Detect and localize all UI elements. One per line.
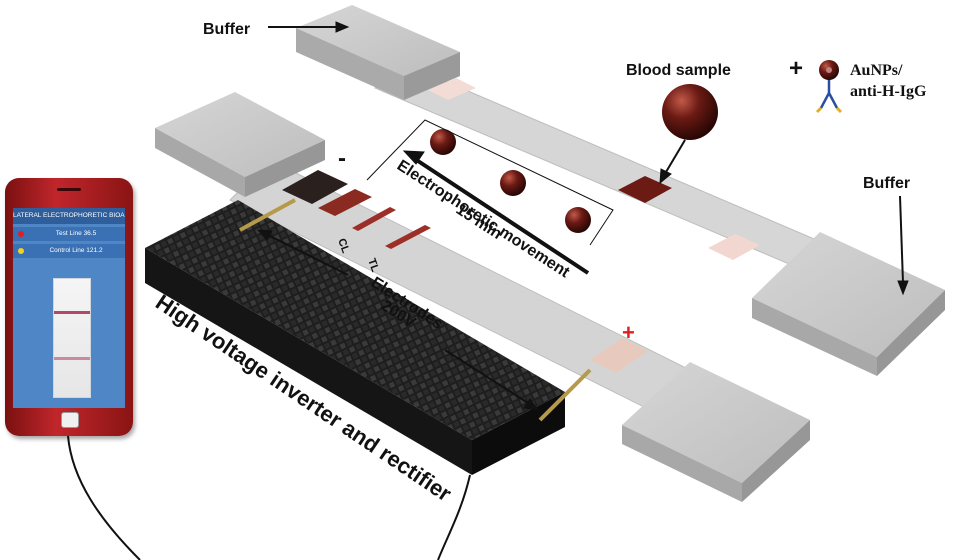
negative-electrode-pad <box>282 170 348 204</box>
inverter-top <box>145 200 565 440</box>
label-aunps-line2: anti-H-IgG <box>850 83 927 100</box>
inverter-front <box>145 248 472 475</box>
control-line-reading[interactable]: Control Line 121.2 <box>13 244 125 258</box>
label-minus-terminal: - <box>338 145 346 172</box>
inverter-end <box>472 392 565 475</box>
electrode-wire-negative <box>239 198 296 232</box>
aunp-antibody-icon <box>815 60 843 114</box>
annotation-arrows <box>67 21 909 560</box>
front-strip-sample-zone <box>318 189 372 216</box>
buffer-pad-right-side2 <box>877 290 945 376</box>
control-line-text: Control Line 121.2 <box>49 247 103 254</box>
label-aunps-line1: AuNPs/ <box>850 62 903 79</box>
arrow-buffer-top-head <box>335 21 350 33</box>
strip-photo-control-band <box>54 311 90 314</box>
arrow-electrodes-right-head <box>523 398 540 411</box>
migrating-particle-3 <box>565 207 591 233</box>
control-line-band <box>352 207 396 231</box>
test-line-band <box>385 225 431 249</box>
electrode-wire-positive <box>538 368 592 422</box>
migrating-particle-2 <box>500 170 526 196</box>
phone-screen: LATERAL ELECTROPHORETIC BIOASSAY Test Li… <box>13 208 125 408</box>
arrow-electrophoretic <box>416 159 590 275</box>
test-line-reading[interactable]: Test Line 36.5 <box>13 227 125 241</box>
back-strip-conjugate-pad <box>428 78 476 100</box>
buffer-pad-bottom <box>622 362 810 483</box>
strip-photo <box>53 278 91 398</box>
arrow-buffer-right-head <box>897 280 909 296</box>
arrow-electrophoretic-head <box>402 150 425 165</box>
label-buffer-top: Buffer <box>203 21 250 38</box>
buffer-pad-right <box>752 232 945 357</box>
positive-electrode-pad <box>590 338 648 373</box>
home-button[interactable] <box>61 412 79 428</box>
front-strip-assembly <box>155 92 810 502</box>
buffer-pad-left-side <box>155 128 245 197</box>
high-voltage-inverter <box>145 198 592 475</box>
arrow-buffer-right <box>899 195 904 284</box>
label-buffer-right: Buffer <box>863 175 910 192</box>
arrow-electrodes-left-head <box>256 229 273 241</box>
buffer-pad-bottom-side2 <box>742 420 810 502</box>
label-plus-sign: + <box>789 55 803 82</box>
back-strip-absorbent-pad <box>708 234 760 260</box>
smartphone: LATERAL ELECTROPHORETIC BIOASSAY Test Li… <box>5 178 133 436</box>
buffer-pad-left <box>155 92 325 177</box>
inverter-cable <box>437 474 471 560</box>
buffer-pad-left-side2 <box>245 140 325 197</box>
app-title: LATERAL ELECTROPHORETIC BIOASSAY <box>13 208 125 224</box>
buffer-pad-bottom-side <box>622 425 742 502</box>
label-tl: TL <box>365 257 381 274</box>
arrow-electrodes-left <box>267 234 349 276</box>
red-dot-icon <box>18 231 24 237</box>
phone-cable <box>67 435 141 560</box>
arrow-electrodes-right <box>444 349 529 404</box>
label-plus-terminal: + <box>622 320 635 345</box>
blood-drop <box>662 84 718 140</box>
label-blood-sample: Blood sample <box>626 62 731 79</box>
buffer-pad-right-side <box>752 298 877 376</box>
buffer-pad-top-side2 <box>404 52 460 100</box>
back-strip-sample-zone <box>618 176 672 203</box>
back-strip-assembly <box>296 5 945 376</box>
label-cl: CL <box>335 237 351 255</box>
arrow-blood-drop-head <box>659 168 672 185</box>
yellow-dot-icon <box>18 248 24 254</box>
migrating-particle-1 <box>430 129 456 155</box>
movement-box <box>366 119 614 246</box>
strip-photo-test-band <box>54 357 90 360</box>
test-line-text: Test Line 36.5 <box>55 230 97 237</box>
arrow-blood-drop <box>665 139 686 173</box>
phone-speaker <box>57 188 81 191</box>
buffer-pad-top-side <box>296 28 404 100</box>
